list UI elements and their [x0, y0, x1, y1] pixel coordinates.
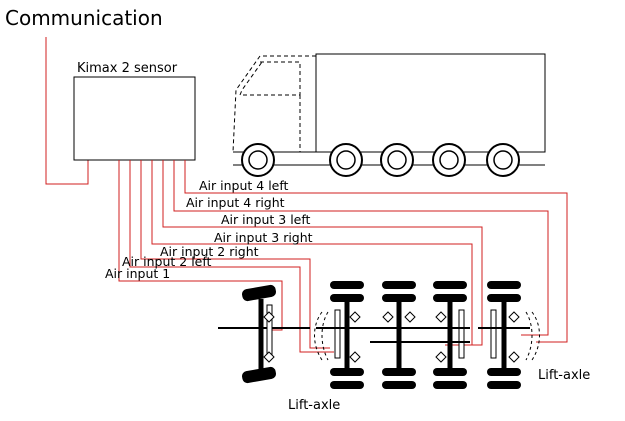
label-air-input-4-right: Air input 4 right — [186, 195, 285, 210]
label-air-input-2-left: Air input 2 left — [122, 254, 212, 269]
lift-axle-dashed-left-b — [321, 311, 329, 361]
valve-icon — [435, 351, 447, 363]
truck-wheel — [380, 143, 414, 177]
lift-axle-dashed-right-a — [531, 311, 540, 361]
communication-wire — [45, 37, 89, 185]
valve-icon — [349, 351, 361, 363]
truck-wheel — [486, 143, 520, 177]
lift-axle-label-left: Lift-axle — [288, 398, 340, 413]
sensor-label: Kimax 2 sensor — [77, 61, 178, 76]
air-input-wires — [118, 160, 568, 353]
front-wheel-bottom — [242, 366, 276, 384]
wire-air-input-1 — [118, 160, 283, 331]
truck-wheel — [329, 143, 363, 177]
valve-icon — [263, 311, 275, 323]
truck-wheel — [432, 143, 466, 177]
kimax-sensor-box — [73, 76, 196, 161]
rear-axle-4 — [487, 281, 521, 389]
front-axle — [218, 284, 310, 384]
valve-icon — [349, 311, 361, 323]
truck-trailer-box — [315, 53, 546, 153]
label-air-input-2-right: Air input 2 right — [160, 244, 259, 259]
air-input-labels: Air input 4 left Air input 4 right Air i… — [105, 178, 313, 281]
truck-cab-outline — [232, 55, 316, 153]
wire-air-input-2-left — [129, 160, 334, 353]
lift-axle-dashed-right-b — [525, 311, 533, 361]
axle-layout — [218, 281, 540, 389]
lift-axle-dashed-left-a — [314, 311, 323, 361]
rear-axle-1 — [330, 281, 364, 389]
rear-axle-3 — [433, 281, 467, 389]
lift-axle-label-right: Lift-axle — [538, 368, 590, 383]
truck-cab-window — [239, 61, 301, 96]
wire-air-input-3-left — [162, 160, 483, 346]
label-air-input-4-left: Air input 4 left — [199, 178, 289, 193]
label-air-input-3-right: Air input 3 right — [214, 230, 313, 245]
communication-title: Communication — [5, 6, 163, 30]
valve-icon — [404, 311, 416, 323]
valve-icon — [508, 351, 520, 363]
truck-wheel — [241, 143, 275, 177]
rear-axle-2 — [382, 281, 416, 389]
label-air-input-3-left: Air input 3 left — [221, 212, 311, 227]
valve-icon — [435, 311, 447, 323]
label-air-input-1: Air input 1 — [105, 266, 170, 281]
front-wheel-top — [242, 284, 276, 302]
valve-icon — [263, 351, 275, 363]
valve-icon — [508, 311, 520, 323]
valve-icon — [382, 311, 394, 323]
wire-air-input-4-left — [184, 160, 568, 343]
truck-illustration — [232, 53, 546, 177]
